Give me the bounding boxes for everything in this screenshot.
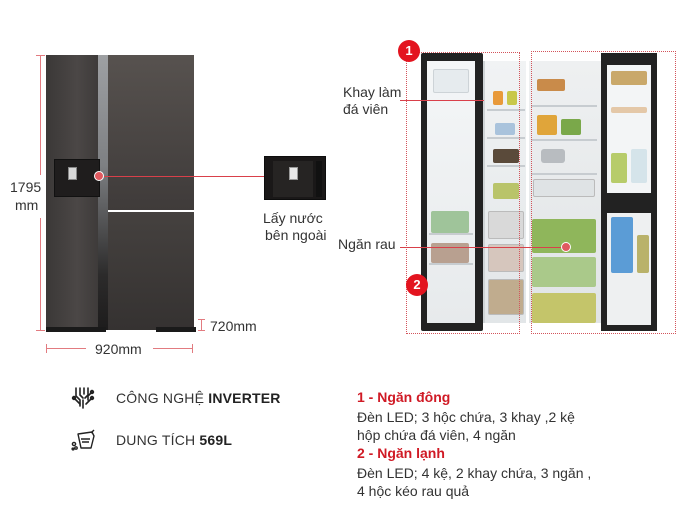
ice-tray-1	[493, 91, 503, 105]
fridge-base-left	[46, 327, 106, 332]
feature-capacity-value: 569L	[199, 432, 233, 448]
feature-inverter: CÔNG NGHỆ INVERTER	[70, 386, 281, 410]
freezer-shelf	[487, 137, 525, 139]
width-dimension-line-left	[46, 348, 86, 349]
freezer-compartment	[483, 61, 526, 323]
freezer-box	[493, 149, 519, 163]
freezer-shelf	[487, 109, 525, 111]
capacity-measuring-jug-icon	[71, 429, 95, 451]
freezer-container	[495, 123, 515, 135]
fridge-door-lower	[108, 212, 194, 330]
depth-line	[201, 319, 202, 330]
fridge-shelf	[531, 105, 597, 107]
fridge-door-upper	[108, 55, 194, 210]
fridge-shelf	[531, 173, 597, 175]
freezer-drawer-1	[488, 211, 524, 239]
fridge-food-salad	[561, 119, 581, 135]
dispenser-nozzle	[68, 167, 77, 180]
inverter-chip-icon	[71, 387, 95, 409]
fridge-desc-line1: Đèn LED; 4 kệ, 2 khay chứa, 3 ngăn ,	[357, 465, 592, 481]
freezer-drawer-3	[488, 279, 524, 315]
fridge-desc-line2: 4 hộc kéo rau quả	[357, 483, 470, 499]
feature-capacity-prefix: DUNG TÍCH	[116, 432, 200, 448]
height-unit: mm	[15, 197, 39, 213]
door-bin	[429, 233, 473, 235]
feature-capacity: DUNG TÍCH 569L	[70, 428, 232, 452]
door-bin-food-2	[431, 243, 469, 263]
height-dimension-line-bottom	[40, 218, 41, 330]
refrigerator-front-view	[46, 55, 196, 332]
feature-inverter-prefix: CÔNG NGHỆ	[116, 390, 209, 406]
ice-tray-label-line1: Khay làm	[343, 84, 402, 100]
freezer-badge: 1	[398, 40, 420, 62]
height-value: 1795	[10, 179, 42, 195]
height-dimension-line-top	[40, 55, 41, 175]
fridge-section-outline	[531, 51, 676, 334]
refrigerator-open-view	[413, 53, 663, 336]
freezer-desc-line1: Đèn LED; 3 hộc chứa, 3 khay ,2 kệ	[357, 409, 575, 425]
dispenser-closeup-side	[316, 161, 322, 197]
fridge-shelf	[531, 139, 597, 141]
fridge-tray	[533, 179, 595, 197]
veg-drawer-callout-line	[400, 247, 566, 248]
freezer-shelf	[487, 165, 525, 167]
ice-maker	[433, 69, 469, 93]
freezer-section-outline	[406, 52, 520, 334]
depth-label: 720mm	[210, 318, 257, 334]
fridge-door-open	[601, 53, 657, 331]
fridge-door-inner-upper	[607, 65, 651, 193]
fridge-door-inner-lower	[607, 213, 651, 325]
fridge-base-right	[156, 327, 196, 332]
ice-tray-2	[507, 91, 517, 105]
freezer-drawer-2	[488, 244, 524, 272]
dispenser-closeup	[264, 156, 326, 200]
width-dimension-cap-right	[192, 344, 193, 353]
door-water-bottles	[611, 217, 633, 273]
fridge-food-bottles	[537, 115, 557, 135]
control-panel-strip	[98, 55, 108, 330]
freezer-desc-line2: hộp chứa đá viên, 4 ngăn	[357, 427, 516, 443]
veg-drawer-callout-dot	[561, 242, 571, 252]
freezer-door-inner	[427, 61, 475, 323]
ice-tray-label-line2: đá viên	[343, 101, 389, 117]
freezer-title: 1 - Ngăn đông	[357, 389, 451, 405]
dispenser-label-line1: Lấy nước	[263, 210, 323, 226]
width-label: 920mm	[95, 341, 142, 357]
depth-cap-bottom	[198, 330, 205, 331]
freezer-food	[493, 183, 519, 199]
freezer-door-open	[421, 53, 483, 331]
door-bin-food	[431, 211, 469, 233]
dispenser-label-line2: bên ngoài	[265, 227, 327, 243]
fridge-badge: 2	[406, 274, 428, 296]
door-bottles	[631, 149, 647, 183]
fridge-food-cake	[537, 79, 565, 91]
veg-drawer-label: Ngăn rau	[338, 236, 396, 252]
fridge-food-pot	[541, 149, 565, 163]
fridge-veg-drawer-3	[532, 293, 596, 323]
fridge-veg-drawer-2	[532, 257, 596, 287]
fridge-title: 2 - Ngăn lạnh	[357, 445, 445, 461]
door-jars	[611, 71, 647, 85]
dispenser-closeup-nozzle	[289, 167, 298, 180]
dispenser-callout-dot	[94, 171, 104, 181]
width-dimension-line-right	[153, 348, 193, 349]
feature-inverter-text: CÔNG NGHỆ INVERTER	[116, 390, 281, 406]
door-eggs	[611, 107, 647, 113]
ice-tray-callout-line	[400, 100, 484, 101]
door-small-bottles	[637, 235, 649, 273]
door-juice	[611, 153, 627, 183]
door-bin-2	[429, 263, 473, 265]
dispenser-callout-line	[104, 176, 264, 177]
feature-inverter-value: INVERTER	[208, 390, 281, 406]
height-dimension-cap-bottom	[36, 330, 45, 331]
water-dispenser	[54, 159, 100, 197]
compartment-descriptions: 1 - Ngăn đông Đèn LED; 3 hộc chứa, 3 kha…	[357, 388, 657, 500]
feature-capacity-text: DUNG TÍCH 569L	[116, 432, 232, 448]
